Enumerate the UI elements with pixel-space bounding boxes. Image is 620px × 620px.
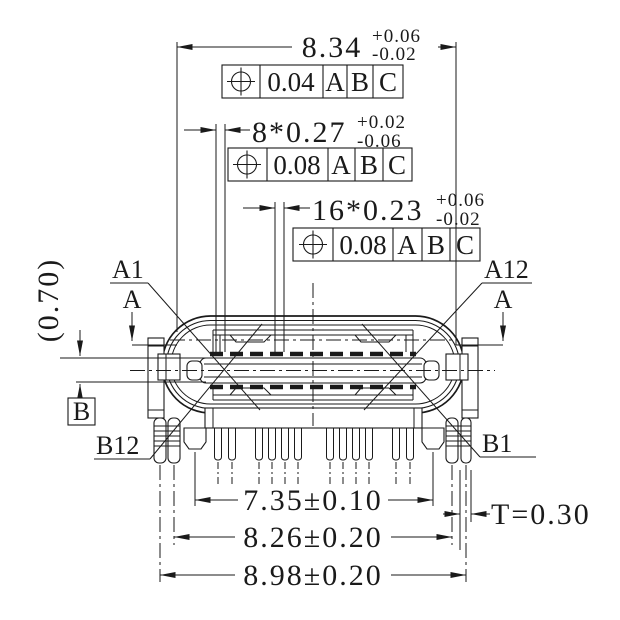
leader-a12 (363, 282, 483, 411)
dim-leg-thickness-value: T=0.30 (491, 498, 591, 531)
dimension-pin-span: 7.35±0.10 (194, 452, 434, 517)
fcf2-tolerance: 0.08 (273, 150, 320, 180)
label-pin-a1: A1 (112, 255, 144, 284)
datum-b: B (67, 397, 96, 426)
fcf3-datum-a: A (397, 230, 417, 260)
position-symbol-icon (227, 67, 255, 96)
dimension-top-width: 8.34 +0.06 -0.02 (176, 26, 457, 345)
latch-right (445, 353, 469, 381)
feature-control-frame-2: 0.08 A B C (227, 147, 413, 182)
fcf1-tolerance: 0.04 (267, 67, 315, 97)
dim-contact-16x-tol-plus: +0.06 (436, 190, 485, 211)
label-pin-b12: B12 (96, 431, 139, 460)
dimension-leg-span-outer: 8.98±0.20 (160, 559, 466, 592)
foot-stub-left (183, 427, 207, 450)
section-indicator-left: A (123, 285, 177, 346)
section-label-left: A (123, 285, 142, 314)
leader-b12 (149, 323, 263, 460)
dim-contact-8x-tol-minus: -0.06 (357, 131, 402, 152)
fcf2-datum-b: B (360, 150, 378, 180)
dim-top-width-value: 8.34 (302, 31, 363, 64)
dim-pin-span-value: 7.35±0.10 (243, 484, 382, 517)
dimension-contact-row-16x: 16*0.23 +0.06 -0.02 (243, 190, 485, 352)
leader-a1 (147, 282, 261, 411)
pin-labels: A1 A12 B12 B1 (94, 255, 536, 460)
dim-tongue-thickness-value: (0.70) (32, 258, 65, 342)
dim-contact-16x-value: 16*0.23 (312, 194, 424, 227)
dimension-contact-row-8x: 8*0.27 +0.02 -0.06 (184, 112, 406, 352)
dim-contact-8x-value: 8*0.27 (252, 116, 347, 149)
smt-pins (214, 423, 414, 461)
section-indicator-right: A (456, 285, 513, 346)
fcf2-datum-c: C (388, 150, 406, 180)
section-label-right: A (494, 285, 513, 314)
dim-contact-8x-tol-plus: +0.02 (357, 112, 406, 133)
fcf2-datum-a: A (331, 150, 351, 180)
latch-left (157, 353, 181, 381)
dim-top-width-tol-minus: -0.02 (372, 44, 417, 65)
leg-ribs (154, 425, 471, 447)
smt-pin-centerlines (217, 462, 411, 487)
feature-control-frame-3: 0.08 A B C (292, 227, 481, 262)
label-pin-a12: A12 (484, 255, 529, 284)
feature-control-frame-1: 0.04 A B C (221, 64, 404, 99)
leader-b1 (361, 323, 481, 458)
position-symbol-icon (233, 150, 261, 179)
fcf1-datum-c: C (379, 67, 397, 97)
dimension-leg-thickness: T=0.30 (443, 470, 591, 550)
dim-top-width-tol-plus: +0.06 (372, 26, 421, 47)
position-symbol-icon (299, 230, 327, 259)
foot-stub-right (421, 427, 445, 450)
dimension-tongue-thickness: (0.70) (32, 258, 206, 400)
dim-leg-span-inner-value: 8.26±0.20 (243, 521, 382, 554)
label-pin-b1: B1 (482, 429, 512, 458)
dimension-leg-span-inner: 8.26±0.20 (174, 521, 452, 554)
fcf1-datum-b: B (351, 67, 369, 97)
dim-leg-span-outer-value: 8.98±0.20 (243, 559, 382, 592)
fcf3-tolerance: 0.08 (339, 230, 386, 260)
fcf3-datum-c: C (456, 230, 474, 260)
fcf3-datum-b: B (427, 230, 445, 260)
centerlines (130, 283, 495, 582)
dim-contact-16x-tol-minus: -0.02 (436, 209, 481, 230)
datum-b-label: B (73, 397, 90, 426)
fcf1-datum-a: A (325, 67, 345, 97)
